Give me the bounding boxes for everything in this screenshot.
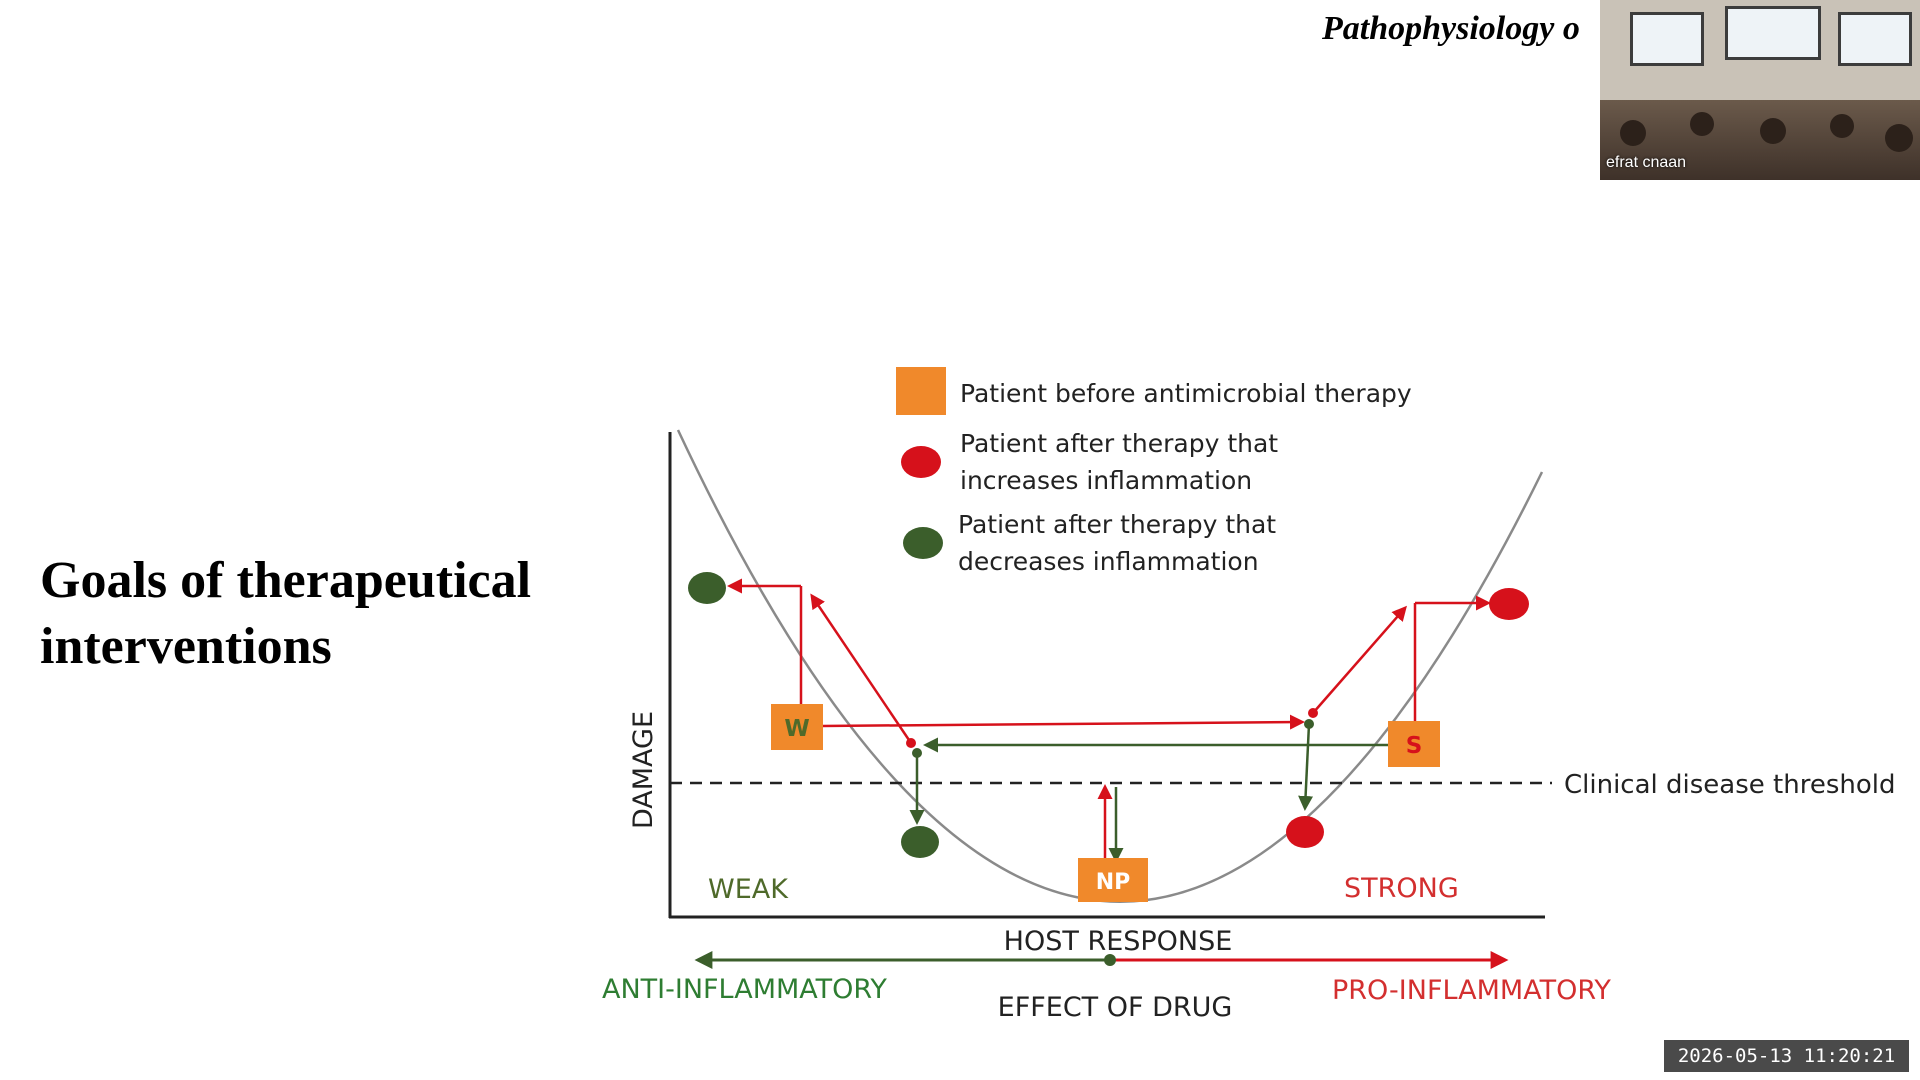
classroom-screen — [1838, 12, 1912, 66]
legend-decrease-line-2: decreases inflammation — [958, 547, 1259, 576]
patient-s-label: S — [1406, 733, 1423, 759]
patient-w-box — [771, 704, 823, 750]
outcome-green-dot — [901, 826, 939, 858]
outcome-green-dot — [688, 572, 726, 604]
region-strong-label: STRONG — [1344, 873, 1459, 904]
classroom-screen — [1725, 6, 1821, 60]
legend-red-dot — [901, 446, 941, 478]
red-arrow-shift-up-left — [810, 593, 913, 744]
patient-w-label: W — [784, 716, 809, 742]
audience-member — [1690, 112, 1714, 136]
green-pivot-point — [1304, 719, 1314, 729]
legend-green-dot — [903, 527, 943, 559]
drug-axis-origin — [1104, 954, 1116, 966]
outcome-red-dot — [1286, 816, 1324, 848]
patient-np-label: NP — [1096, 870, 1131, 895]
outcome-red-dot — [1489, 588, 1529, 620]
timestamp-overlay: 2026-05-13 11:20:21 — [1664, 1040, 1909, 1072]
red-arrow-shift-up-right — [1312, 605, 1407, 714]
x-axis-label: HOST RESPONSE — [1004, 926, 1233, 957]
audience — [1600, 100, 1920, 180]
anti-inflammatory-label: ANTI-INFLAMMATORY — [602, 974, 887, 1005]
region-weak-label: WEAK — [708, 874, 789, 905]
red-pivot-point — [1308, 708, 1318, 718]
legend-increase-line-1: Patient after therapy that — [960, 429, 1278, 458]
audience-member — [1830, 114, 1854, 138]
y-axis-label: DAMAGE — [628, 711, 659, 829]
slide-heading-line-1: Goals of therapeutical — [40, 552, 532, 609]
audience-member — [1760, 118, 1786, 144]
slide-heading: Goals of therapeutical interventions — [40, 548, 531, 680]
audience-member — [1620, 120, 1646, 146]
legend-before-label: Patient before antimicrobial therapy — [960, 379, 1412, 408]
red-arrow-weak-to-strong — [821, 714, 1305, 730]
legend-orange-square — [896, 367, 946, 415]
green-arrow-down-right — [1298, 723, 1314, 811]
threshold-label: Clinical disease threshold — [1564, 770, 1895, 800]
legend-decrease-line-1: Patient after therapy that — [958, 510, 1276, 539]
patient-s-box — [1388, 721, 1440, 767]
patient-np-box — [1078, 858, 1148, 902]
classroom-screen — [1630, 12, 1704, 66]
legend-increase-line-2: increases inflammation — [960, 466, 1252, 495]
green-pivot-point — [912, 748, 922, 758]
participant-video-tile[interactable]: efrat cnaan — [1600, 0, 1920, 180]
pro-inflammatory-label: PRO-INFLAMMATORY — [1332, 975, 1611, 1006]
slide-header-title: Pathophysiology o — [1322, 10, 1580, 47]
effect-of-drug-label: EFFECT OF DRUG — [998, 992, 1233, 1023]
audience-member — [1885, 124, 1913, 152]
participant-name: efrat cnaan — [1606, 154, 1687, 171]
damage-curve — [676, 429, 1544, 903]
slide-heading-line-2: interventions — [40, 618, 332, 675]
red-pivot-point — [906, 738, 916, 748]
